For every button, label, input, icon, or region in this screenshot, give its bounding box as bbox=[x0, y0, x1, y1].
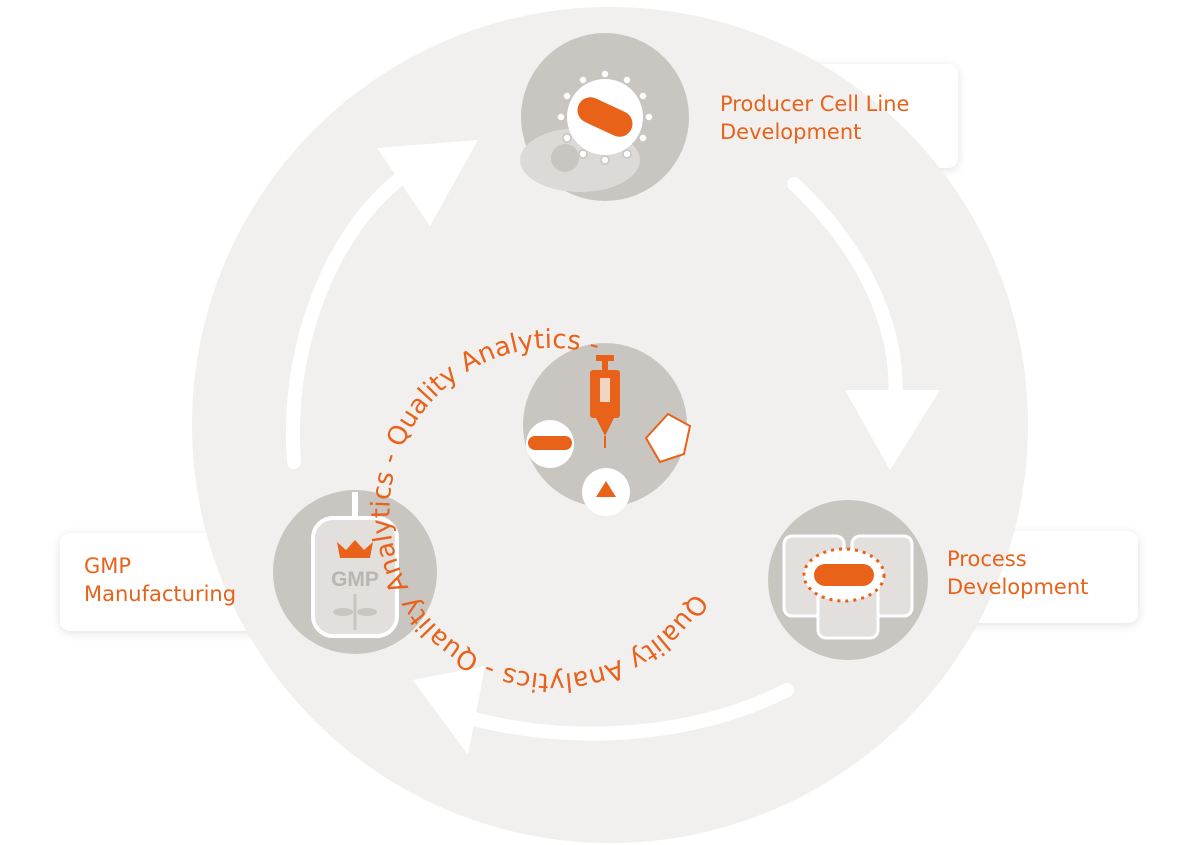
arrow-head-left bbox=[377, 140, 478, 226]
arrow-left-arc bbox=[285, 168, 412, 469]
gmp-label-line2: Manufacturing bbox=[84, 582, 237, 606]
cycle-arrows bbox=[285, 168, 903, 741]
arrow-bottom-arc bbox=[453, 683, 794, 741]
producer-label: Producer Cell Line Development bbox=[720, 90, 909, 146]
gmp-label: GMP Manufacturing bbox=[84, 552, 236, 608]
gmp-label-line1: GMP bbox=[84, 554, 132, 578]
gmp-badge: GMP bbox=[331, 568, 379, 591]
arrow-head-bottom bbox=[413, 666, 485, 755]
process-label-line2: Development bbox=[947, 575, 1089, 599]
producer-label-line2: Development bbox=[720, 120, 862, 144]
crown-icon bbox=[337, 540, 373, 558]
process-label: Process Development bbox=[947, 545, 1088, 601]
process-label-line1: Process bbox=[947, 547, 1027, 571]
arrow-head-right bbox=[845, 390, 940, 470]
gmp-vessel-icon: GMP bbox=[273, 490, 437, 654]
producer-cell-icon bbox=[520, 33, 689, 201]
producer-label-line1: Producer Cell Line bbox=[720, 92, 910, 116]
bioreactor-icon bbox=[768, 500, 928, 660]
arrow-right-arc bbox=[787, 177, 903, 407]
analytics-icon bbox=[523, 343, 692, 516]
